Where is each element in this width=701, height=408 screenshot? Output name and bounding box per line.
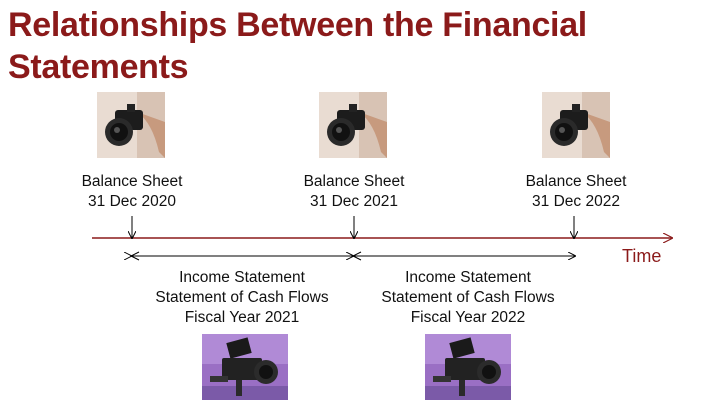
period-label-2021: Income Statement Statement of Cash Flows…	[142, 268, 342, 328]
camera-photo-2021	[319, 92, 387, 158]
balance-sheet-label-2022: Balance Sheet 31 Dec 2022	[506, 172, 646, 212]
period-fiscal-year: Fiscal Year 2022	[410, 309, 526, 326]
balance-sheet-label-2021: Balance Sheet 31 Dec 2021	[284, 172, 424, 212]
camera-photo-2020	[97, 92, 165, 158]
period-statement-1: Income Statement	[179, 269, 305, 286]
balance-sheet-date: 31 Dec 2020	[88, 193, 176, 210]
camera-photo-2022	[542, 92, 610, 158]
balance-sheet-title: Balance Sheet	[81, 173, 183, 190]
balance-sheet-title: Balance Sheet	[525, 173, 627, 190]
period-label-2022: Income Statement Statement of Cash Flows…	[368, 268, 568, 328]
balance-sheet-title: Balance Sheet	[303, 173, 405, 190]
time-axis-label: Time	[622, 246, 662, 266]
balance-sheet-date: 31 Dec 2022	[532, 193, 620, 210]
period-fiscal-year: Fiscal Year 2021	[184, 309, 300, 326]
balance-sheet-label-2020: Balance Sheet 31 Dec 2020	[62, 172, 202, 212]
period-statement-2: Statement of Cash Flows	[155, 289, 329, 306]
video-camera-photo-2022	[425, 334, 511, 400]
slide-title: Relationships Between the Financial Stat…	[8, 6, 587, 86]
period-statement-1: Income Statement	[405, 269, 531, 286]
video-camera-photo-2021	[202, 334, 288, 400]
period-statement-2: Statement of Cash Flows	[381, 289, 555, 306]
balance-sheet-date: 31 Dec 2021	[310, 193, 398, 210]
